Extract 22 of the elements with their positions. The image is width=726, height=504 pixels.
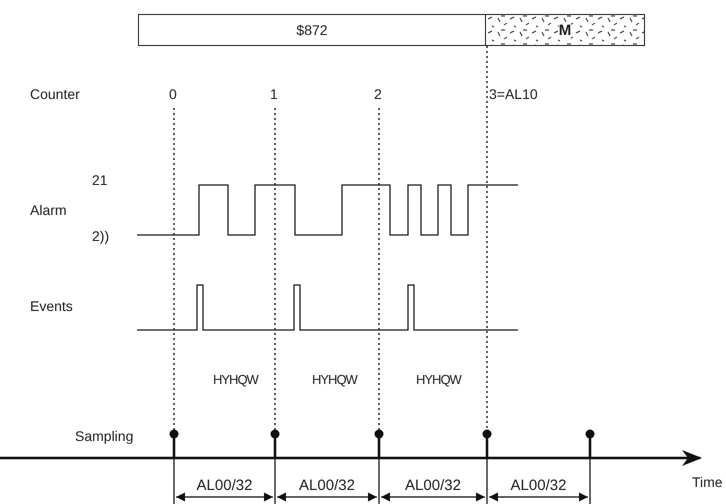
event-label: HYHQW — [213, 372, 258, 388]
hatched-state-box — [485, 14, 645, 46]
interval-label: AL00/32 — [404, 478, 462, 494]
row-label: Sampling — [75, 428, 134, 444]
counter-value: 2 — [374, 86, 382, 102]
row-label: Counter — [30, 86, 80, 102]
interval-label: AL00/32 — [196, 478, 254, 494]
interval-label: AL00/32 — [298, 478, 356, 494]
counter-value: 3=AL10 — [489, 86, 538, 102]
level-label: 2)) — [92, 228, 110, 244]
state-label: M — [558, 22, 572, 38]
event-label: HYHQW — [416, 372, 461, 388]
state-label: $872 — [296, 22, 328, 38]
level-label: 21 — [92, 172, 108, 188]
event-label: HYHQW — [312, 372, 357, 388]
row-label: Events — [30, 298, 73, 314]
counter-value: 1 — [270, 86, 278, 102]
axis-label: Time — [692, 474, 723, 490]
state-box — [138, 14, 486, 46]
row-label: Alarm — [30, 202, 67, 218]
interval-label: AL00/32 — [510, 478, 568, 494]
counter-value: 0 — [169, 86, 177, 102]
